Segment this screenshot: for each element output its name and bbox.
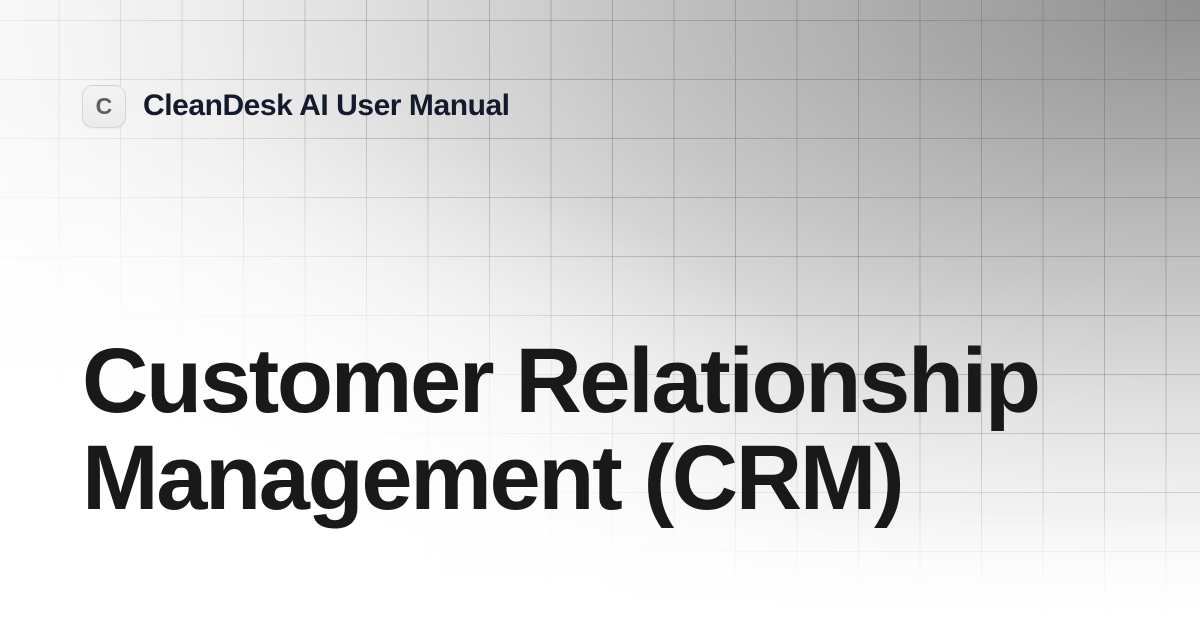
page-title: Customer Relationship Management (CRM) [82, 330, 1041, 529]
brand-header: C CleanDesk AI User Manual [82, 84, 1120, 128]
brand-logo-badge: C [82, 84, 126, 128]
brand-title: CleanDesk AI User Manual [143, 89, 510, 123]
letter-c-logo-icon: C [95, 92, 113, 119]
headline-container: Customer Relationship Management (CRM) [82, 333, 1120, 527]
